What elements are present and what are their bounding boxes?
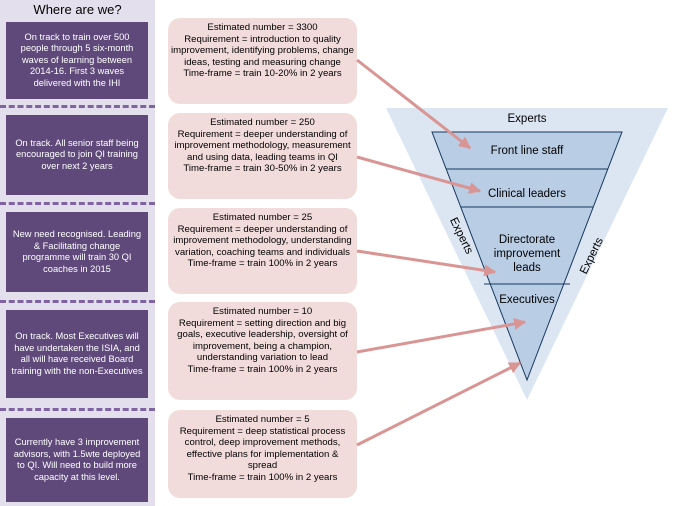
requirement-text: Requirement = deep statistical process c… — [179, 425, 346, 472]
arrow — [356, 58, 471, 150]
arrow — [356, 317, 527, 354]
estimated-number: Estimated number = 3300 — [207, 22, 318, 33]
status-box-3: New need recognised. Leading & Facilitat… — [6, 212, 148, 292]
timeframe-text: Time-frame = train 100% in 2 years — [187, 471, 338, 483]
sidebar: Where are we? On track to train over 500… — [0, 0, 155, 506]
divider — [0, 300, 155, 303]
arrow — [356, 249, 497, 277]
level-directorate-improvement-leads: Directorate improvement leads — [493, 234, 561, 274]
requirement-text: Requirement = introduction to quality im… — [171, 33, 354, 68]
requirement-box-5: Estimated number = 5 Requirement = deep … — [168, 410, 357, 498]
requirement-box-2: Estimated number = 250 Requirement = dee… — [168, 113, 357, 199]
experts-top-label: Experts — [507, 113, 547, 125]
timeframe-text: Time-frame = train 30-50% in 2 years — [183, 163, 342, 175]
sidebar-title: Where are we? — [33, 2, 122, 17]
arrow — [356, 361, 522, 447]
estimated-number: Estimated number = 5 — [215, 414, 310, 425]
inner-triangle — [431, 131, 623, 382]
timeframe-text: Time-frame = train 100% in 2 years — [187, 258, 338, 270]
status-box-5: Currently have 3 improvement advisors, w… — [6, 418, 148, 502]
estimated-number: Estimated number = 25 — [212, 212, 313, 223]
requirement-text: Requirement = deeper understanding of im… — [174, 128, 351, 163]
divider — [0, 202, 155, 205]
level-front-line-staff: Front line staff — [490, 145, 564, 157]
status-box-2: On track. All senior staff being encoura… — [6, 115, 148, 195]
requirement-box-4: Estimated number = 10 Requirement = sett… — [168, 302, 357, 400]
status-box-4: On track. Most Executives will have unde… — [6, 310, 148, 398]
requirement-box-1: Estimated number = 3300 Requirement = in… — [168, 18, 357, 104]
estimated-number: Estimated number = 10 — [212, 306, 313, 317]
timeframe-text: Time-frame = train 10-20% in 2 years — [183, 68, 342, 80]
requirement-text: Requirement = deeper understanding of im… — [173, 223, 352, 258]
divider — [0, 408, 155, 411]
status-box-1: On track to train over 500 people throug… — [6, 22, 148, 99]
requirement-text: Requirement = setting direction and big … — [177, 317, 348, 364]
timeframe-text: Time-frame = train 100% in 2 years — [187, 363, 338, 375]
level-clinical-leaders: Clinical leaders — [488, 188, 566, 200]
estimated-number: Estimated number = 250 — [210, 117, 315, 128]
level-executives: Executives — [499, 294, 555, 306]
requirement-box-3: Estimated number = 25 Requirement = deep… — [168, 208, 357, 294]
arrow — [356, 155, 482, 194]
divider — [0, 105, 155, 108]
